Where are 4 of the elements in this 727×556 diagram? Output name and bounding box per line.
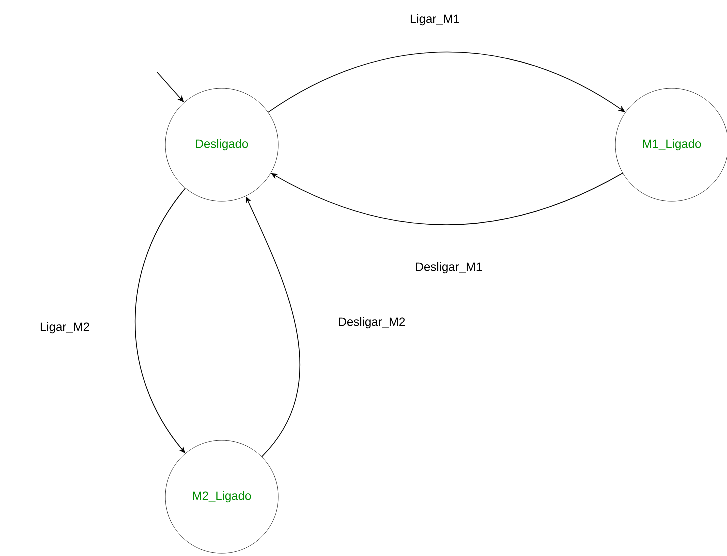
edge-label: Desligar_M2 — [337, 316, 407, 330]
edge-label: Ligar_M1 — [409, 13, 462, 27]
edge-label: Ligar_M2 — [38, 321, 92, 335]
edge-label: Desligar_M1 — [414, 261, 484, 275]
